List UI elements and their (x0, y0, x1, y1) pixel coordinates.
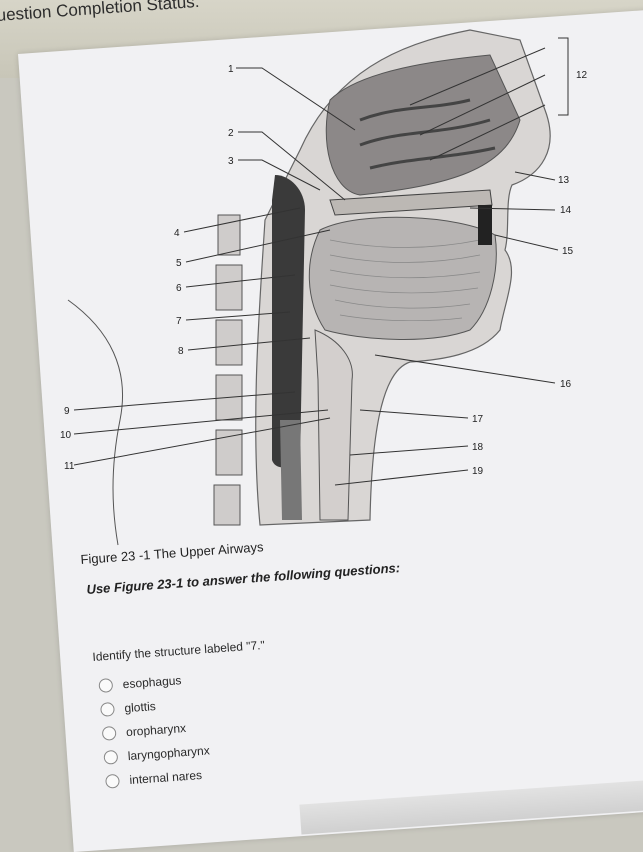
answer-options: esophagus glottis oropharynx laryngophar… (98, 667, 212, 794)
radio-button[interactable] (105, 773, 120, 789)
option-label: esophagus (122, 673, 182, 692)
radio-button[interactable] (101, 725, 117, 741)
pharynx (272, 175, 305, 468)
tongue (308, 216, 497, 340)
radio-button[interactable] (103, 749, 119, 765)
figure-label-10: 10 (60, 430, 72, 441)
figure-label-11: 11 (64, 461, 75, 472)
esophagus (280, 420, 302, 520)
option-label: internal nares (128, 768, 203, 788)
figure-label-18: 18 (472, 442, 484, 453)
figure-label-6: 6 (176, 283, 182, 294)
figure-label-12: 12 (576, 70, 588, 81)
figure-label-1: 1 (228, 64, 234, 75)
figure-label-4: 4 (174, 228, 180, 239)
option-label: glottis (123, 699, 157, 716)
figure-label-8: 8 (178, 346, 184, 357)
option-label: laryngopharynx (127, 743, 211, 764)
leader-lines-left (73, 67, 356, 466)
bracket-12 (558, 37, 569, 116)
figure-label-5: 5 (176, 258, 182, 269)
figure-label-2: 2 (228, 128, 234, 139)
leader-lines-right (334, 47, 559, 486)
figure-label-14: 14 (560, 205, 572, 216)
figure-label-13: 13 (558, 175, 570, 186)
cervical-vertebrae (213, 214, 243, 526)
radio-button[interactable] (98, 678, 114, 693)
figure-labels-left: 1 2 3 4 5 6 7 8 9 10 11 (60, 64, 234, 472)
figure-label-15: 15 (562, 246, 574, 257)
upper-airways-figure: 1 2 3 4 5 6 7 8 9 10 11 12 13 14 15 16 1… (60, 29, 588, 546)
radio-button[interactable] (100, 701, 115, 717)
figure-label-19: 19 (472, 466, 484, 477)
figure-label-9: 9 (64, 406, 70, 417)
figure-label-16: 16 (560, 379, 572, 390)
upper-teeth (478, 205, 492, 245)
figure-label-7: 7 (176, 316, 182, 327)
figure-label-17: 17 (472, 414, 484, 425)
option-label: oropharynx (125, 721, 187, 740)
figure-labels-right: 12 13 14 15 16 17 18 19 (472, 70, 588, 477)
nasal-cavity (325, 54, 521, 196)
larynx-trachea (314, 329, 353, 521)
shoulder-outline (67, 299, 124, 546)
figure-label-3: 3 (228, 156, 234, 167)
